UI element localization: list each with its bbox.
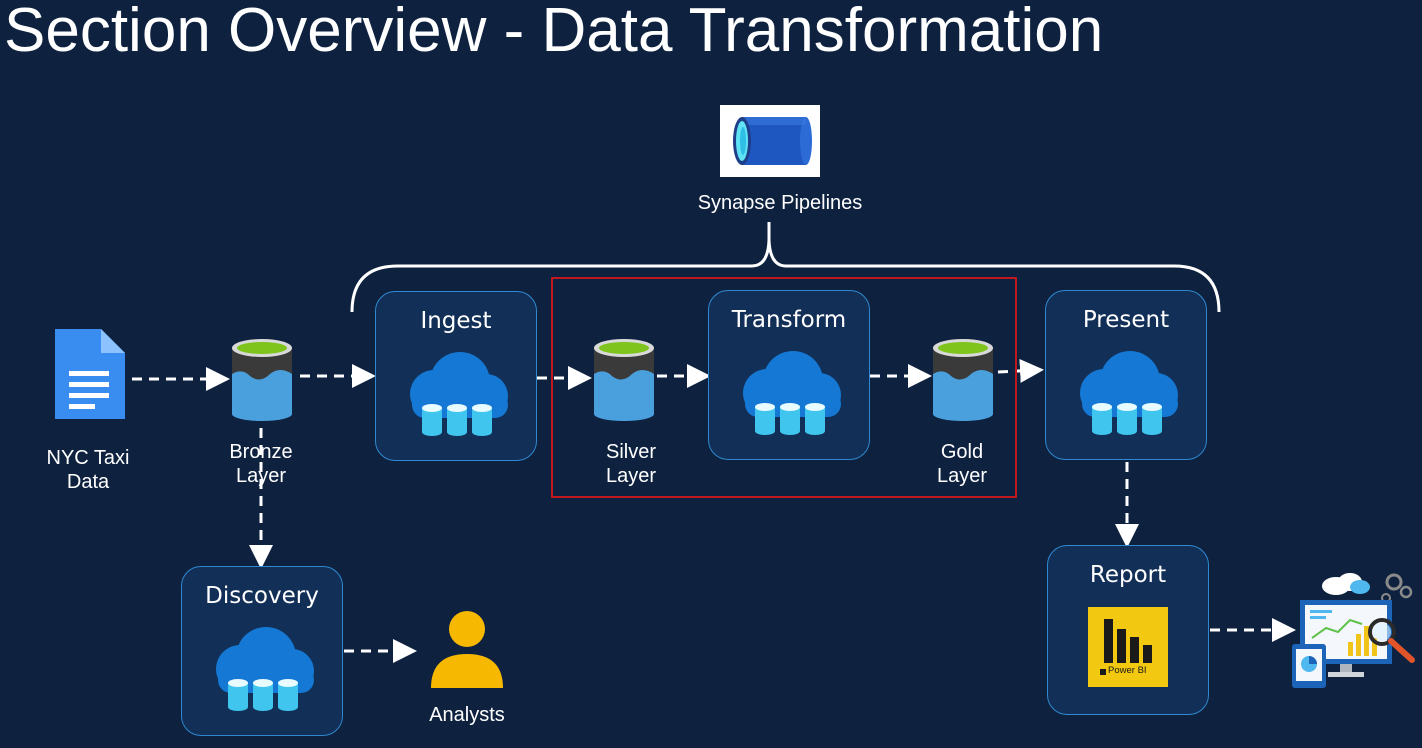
analysts-label: Analysts bbox=[429, 704, 505, 726]
present-title: Present bbox=[1082, 307, 1170, 333]
ingest-title: Ingest bbox=[420, 308, 492, 334]
gold-lake-icon bbox=[933, 339, 993, 421]
bronze-layer-label-1: Bronze bbox=[229, 441, 293, 463]
cloud-database-icon bbox=[410, 352, 508, 436]
discovery-box: Discovery bbox=[181, 566, 343, 736]
cloud-database-icon bbox=[743, 351, 841, 435]
report-title: Report bbox=[1089, 562, 1167, 588]
transformation-highlight bbox=[551, 277, 1017, 498]
bronze-lake-icon bbox=[232, 339, 292, 421]
gold-layer-label-1: Gold bbox=[940, 441, 984, 463]
synapse-pipelines-label: Synapse Pipelines bbox=[697, 192, 863, 214]
bronze-layer-label-2: Layer bbox=[235, 465, 287, 487]
report-box: Report Power BI bbox=[1047, 545, 1209, 715]
transform-title: Transform bbox=[731, 307, 847, 333]
nyc-taxi-label-1: NYC Taxi bbox=[46, 447, 130, 469]
slide-title: Section Overview - Data Transformation bbox=[4, 0, 1104, 65]
powerbi-icon: Power BI bbox=[1088, 607, 1168, 687]
analyst-icon bbox=[431, 611, 503, 688]
dashboard-icon bbox=[1292, 573, 1415, 688]
nyc-taxi-label-2: Data bbox=[66, 471, 110, 493]
discovery-title: Discovery bbox=[205, 583, 319, 609]
ingest-box: Ingest bbox=[375, 291, 537, 461]
cloud-database-icon bbox=[216, 627, 314, 711]
cloud-database-icon bbox=[1080, 351, 1178, 435]
silver-layer-label-2: Layer bbox=[605, 465, 657, 487]
document-icon bbox=[55, 329, 125, 419]
present-box: Present bbox=[1045, 290, 1207, 460]
gold-layer-label-2: Layer bbox=[936, 465, 988, 487]
silver-layer-label-1: Silver bbox=[605, 441, 656, 463]
powerbi-label: Power BI bbox=[1108, 665, 1147, 676]
pipe-icon bbox=[720, 105, 820, 177]
silver-lake-icon bbox=[594, 339, 654, 421]
transform-box: Transform bbox=[708, 290, 870, 460]
